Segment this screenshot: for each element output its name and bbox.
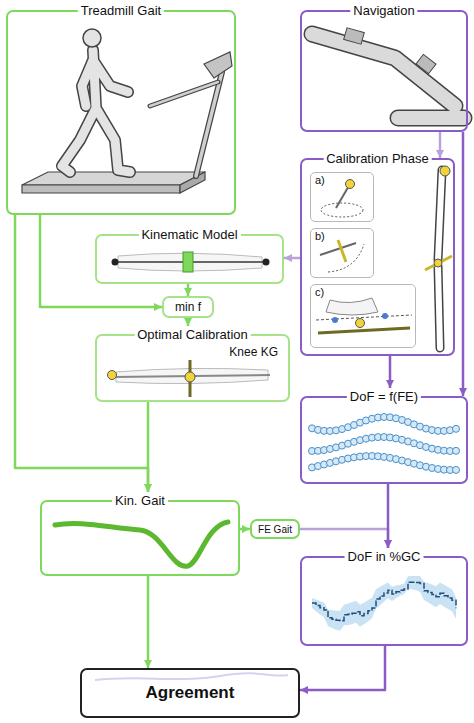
landmark-calibration-sketch [316, 298, 412, 333]
flow-arrow [147, 402, 150, 492]
flow-arrow [300, 529, 388, 548]
subpanel: b) [310, 228, 374, 278]
subpanel: a) [310, 172, 374, 222]
kinematic-model-sketch [112, 252, 270, 272]
box-label: c) [315, 286, 324, 299]
leg-illustration-part [416, 54, 436, 73]
knee-angle-curve [55, 522, 228, 566]
flow-arrow [389, 356, 392, 388]
agreement-curve [95, 673, 288, 680]
box-heading: Kin. Gait [112, 493, 168, 509]
calibration-panel: Calibration Phasea)b)c) [300, 158, 455, 356]
leg-bone-figure-part [440, 166, 450, 176]
treadmill-illustration-part [150, 82, 218, 106]
walker-figure-part [62, 50, 130, 172]
navigation-panel: Navigation [300, 10, 468, 132]
axis-calibration-sketch-part [320, 243, 356, 255]
box-label: min f [175, 300, 201, 314]
kinematic-model-sketch-part [112, 259, 119, 266]
treadmill-illustration-part [180, 172, 205, 193]
box-label: Knee KG [229, 344, 278, 360]
landmark-calibration-sketch-part [326, 298, 378, 315]
box-heading: Kinematic Model [138, 227, 240, 243]
leg-illustration-part [344, 28, 365, 44]
leg-bone-figure-part [434, 259, 442, 267]
box-label: Agreement [146, 683, 235, 703]
optimal-calibration-sketch [108, 360, 271, 397]
landmark-calibration-sketch-part [382, 313, 388, 319]
box-label: FE Gait [258, 524, 292, 535]
flow-arrow [147, 576, 150, 668]
box-heading: Treadmill Gait [78, 3, 164, 19]
leg-bone-figure [425, 166, 452, 348]
flow-arrow [387, 484, 390, 548]
sample-point [453, 447, 460, 454]
flow-arrow [439, 132, 442, 158]
pivot-calibration-sketch-part [346, 180, 355, 189]
box-heading: DoF = f(FE) [347, 389, 421, 405]
optimizer-box: min f [162, 296, 214, 318]
dof-gait-box: DoF in %GC [300, 556, 468, 646]
treadmill-illustration-part [204, 52, 232, 78]
box-heading: Optimal Calibration [134, 327, 251, 343]
pivot-calibration-sketch-part [321, 203, 363, 217]
flow-arrow [187, 318, 190, 326]
sample-point [453, 466, 460, 473]
flow-arrow [187, 284, 190, 296]
model-box: Kinematic Model [95, 234, 284, 284]
treadmill-illustration-part [150, 82, 218, 106]
flow-arrow [300, 646, 385, 690]
axis-calibration-sketch [320, 240, 364, 272]
axis-calibration-sketch-part [328, 244, 364, 272]
landmark-calibration-sketch-part [318, 328, 410, 333]
gait-curve-box: Kin. Gait [40, 500, 240, 576]
landmark-calibration-sketch-part [316, 315, 412, 320]
walker-figure-part [83, 29, 101, 47]
dof-scatter [309, 414, 460, 474]
spread-band [312, 576, 456, 631]
leg-illustration-part [312, 34, 464, 118]
fe-gait-box: FE Gait [250, 519, 300, 539]
leg-illustration [312, 28, 464, 118]
box-heading: Navigation [350, 3, 417, 19]
leg-illustration-part [312, 34, 464, 118]
optimal-calibration-sketch-part [185, 372, 195, 382]
leg-bone-figure-part [425, 256, 452, 270]
kinematic-model-sketch-part [263, 259, 270, 266]
axis-calibration-sketch-part [338, 240, 346, 262]
kinematic-model-sketch-part [183, 252, 193, 272]
agreement-box: Agreement [80, 668, 300, 718]
dof-band [312, 576, 456, 631]
landmark-calibration-sketch-part [332, 317, 338, 323]
sample-point [453, 425, 460, 432]
flow-arrow [462, 132, 465, 396]
dof-function-box: DoF = f(FE) [300, 396, 468, 484]
walker-figure-part [62, 50, 130, 172]
box-heading: DoF in %GC [345, 549, 424, 565]
treadmill-illustration-part [22, 185, 180, 193]
flow-arrow [240, 528, 250, 531]
optimal-calibration-sketch-part [108, 371, 117, 380]
gait-panel: Treadmill Gait [6, 10, 236, 215]
calibration-result-box: Optimal CalibrationKnee KG [95, 334, 290, 402]
mean-line [312, 582, 456, 621]
pivot-calibration-sketch [321, 180, 363, 218]
box-heading: Calibration Phase [323, 151, 432, 167]
flow-arrow [284, 257, 300, 260]
box-label: a) [315, 174, 325, 187]
box-label: b) [315, 230, 325, 243]
walker-figure [62, 29, 130, 172]
flow-arrow [15, 215, 148, 492]
subpanel: c) [310, 284, 416, 348]
landmark-calibration-sketch-part [356, 319, 365, 328]
